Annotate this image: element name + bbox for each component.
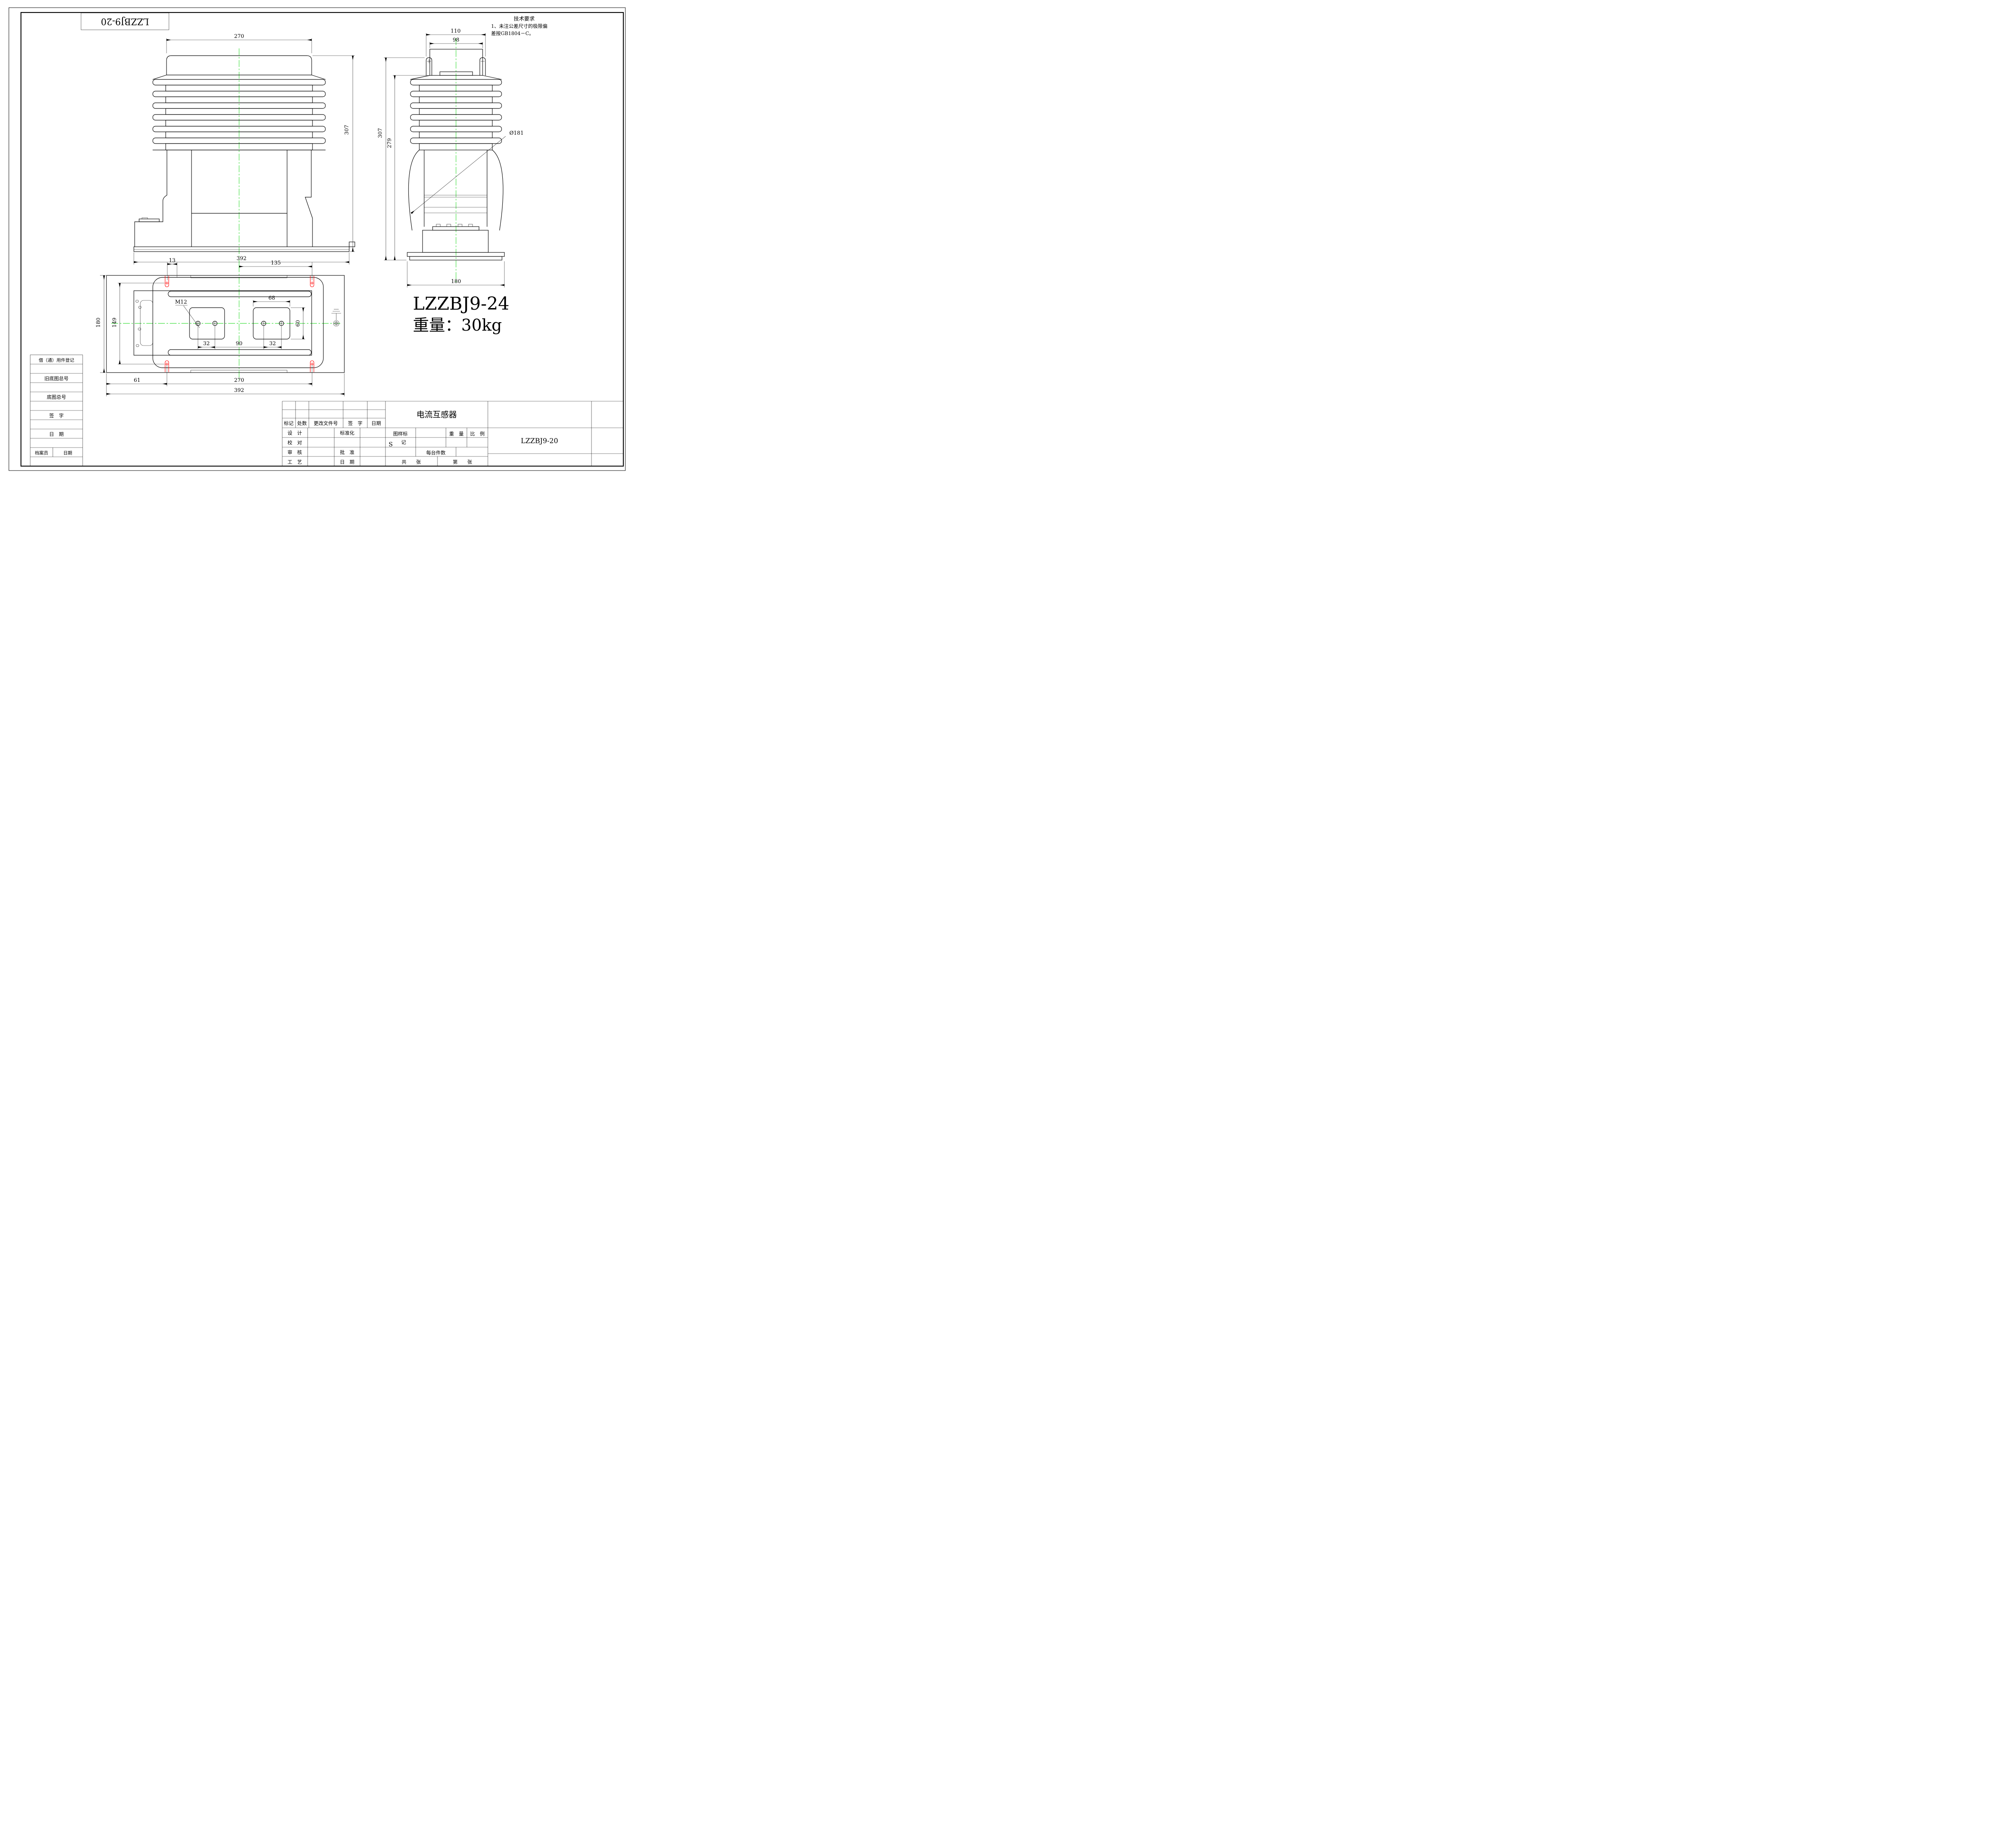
secondary-terminals <box>432 224 479 231</box>
tech-requirements: 技术要求 1、未注公差尺寸的极限偏 差按GB1804－C。 <box>491 16 548 36</box>
side-dim-307: 307 <box>377 128 383 138</box>
top-left-stamp: LZZBJ9-20 <box>81 12 169 30</box>
stamp-label: LZZBJ9-20 <box>101 16 149 26</box>
product-model: LZZBJ9-24 <box>413 294 509 314</box>
plan-dim-180: 180 <box>96 318 102 328</box>
tb-sheet-no: 第 张 <box>453 459 472 465</box>
plan-dim-68: 68 <box>269 295 275 301</box>
drawing-sheet: LZZBJ9-20 技术要求 1、未注公差尺寸的极限偏 差按GB1804－C。 … <box>0 0 632 474</box>
plan-dim-149: 149 <box>112 318 118 328</box>
tb-sample-mark-1: 图样标 <box>393 431 408 437</box>
side-ribs <box>410 79 502 150</box>
reg-row-archive-date: 日期 <box>63 450 72 456</box>
reg-row-sign: 签 字 <box>49 412 64 419</box>
tb-h-mark: 标记 <box>284 421 294 426</box>
tb-weight-label: 重 量 <box>449 431 464 437</box>
plan-dim-90: 90 <box>236 341 243 347</box>
reg-row-borrow: 借（通）用件登记 <box>39 357 74 363</box>
plan-dimensions: 13 135 68 60 32 90 32 149 <box>96 258 345 396</box>
tb-craft: 工 艺 <box>287 459 302 465</box>
reg-row-archivist: 档案员 <box>35 450 48 456</box>
earth-ground-icon <box>331 309 341 327</box>
front-dim-270: 270 <box>234 33 244 40</box>
front-ribs <box>152 79 326 150</box>
front-dimensions: 270 392 307 <box>133 33 355 265</box>
tb-scale-label: 比 例 <box>470 431 485 437</box>
side-dim-98: 98 <box>453 37 460 43</box>
front-view: 270 392 307 <box>133 33 355 271</box>
tb-h-sign: 签 字 <box>348 420 362 426</box>
tb-h-docno: 更改文件号 <box>314 420 338 426</box>
cad-canvas: LZZBJ9-20 技术要求 1、未注公差尺寸的极限偏 差按GB1804－C。 … <box>8 7 626 471</box>
plan-dim-61: 61 <box>134 377 141 383</box>
sheet-frame <box>8 7 626 471</box>
tb-product-name: 电流互感器 <box>417 410 457 419</box>
side-dim-180: 180 <box>451 279 461 285</box>
tb-craft-date: 日 期 <box>340 459 354 465</box>
plan-thread-label: M12 <box>175 299 187 305</box>
plan-dim-60: 60 <box>295 320 301 327</box>
side-dim-dia181: Ø181 <box>509 130 523 136</box>
reg-row-old-no: 旧底图总号 <box>44 375 69 381</box>
plan-dim-135: 135 <box>271 260 281 266</box>
plan-view: 13 135 68 60 32 90 32 149 <box>96 258 345 396</box>
reg-row-base-no: 底图总号 <box>47 394 66 400</box>
side-dimensions: 110 98 307 279 180 Ø181 <box>377 28 524 287</box>
plan-dim-392: 392 <box>234 387 244 394</box>
tech-line-2: 差按GB1804－C。 <box>491 31 534 36</box>
tb-h-count: 处数 <box>297 420 307 426</box>
tb-sample-mark-2: 记 <box>401 440 406 445</box>
tb-design: 设 计 <box>287 430 302 436</box>
product-label: LZZBJ9-24 重量：30kg <box>413 294 509 335</box>
plan-dim-270: 270 <box>234 377 244 383</box>
plan-dim-13: 13 <box>169 258 176 264</box>
tech-title: 技术要求 <box>514 16 535 22</box>
mounting-slots <box>165 276 314 372</box>
title-block: 标记 处数 更改文件号 签 字 日期 设 计 标准化 校 对 审 核 批 准 工… <box>282 401 623 466</box>
tb-h-date: 日期 <box>371 421 381 426</box>
tb-standardize: 标准化 <box>340 430 354 436</box>
tb-qty-label: 每台件数 <box>426 450 446 456</box>
tb-sample-mark-s: S <box>389 441 393 448</box>
m12-holes <box>195 321 284 326</box>
lug-center-marks <box>427 59 485 63</box>
front-dim-307: 307 <box>344 125 350 135</box>
tb-review: 审 核 <box>287 449 302 455</box>
side-dim-110: 110 <box>451 28 461 34</box>
tb-total-sheets: 共 张 <box>402 459 421 465</box>
side-dim-279: 279 <box>387 138 393 148</box>
reg-row-date: 日 期 <box>49 431 64 437</box>
tb-check: 校 对 <box>287 440 302 446</box>
flange-holes <box>135 300 142 347</box>
registration-table: 借（通）用件登记 旧底图总号 底图总号 签 字 日 期 档案员 日期 <box>30 354 83 467</box>
product-weight: 重量：30kg <box>413 316 502 335</box>
tb-drawing-number: LZZBJ9-20 <box>521 437 558 445</box>
front-dim-392: 392 <box>237 256 247 262</box>
side-view: 110 98 307 279 180 Ø181 <box>377 28 524 287</box>
tb-approve: 批 准 <box>340 449 354 455</box>
plan-dim-32r: 32 <box>269 341 276 347</box>
tech-line-1: 1、未注公差尺寸的极限偏 <box>491 23 548 29</box>
plan-dim-32l: 32 <box>203 341 210 347</box>
